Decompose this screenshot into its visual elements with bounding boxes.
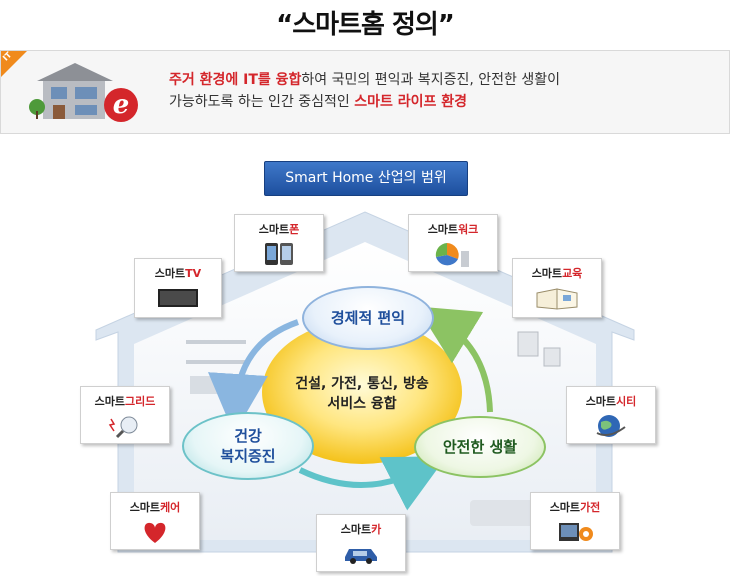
- card-smart-work[interactable]: 스마트워크: [408, 214, 498, 272]
- definition-highlight-2: 스마트 라이프 환경: [354, 94, 468, 110]
- card-tv-prefix: 스마트: [154, 267, 186, 280]
- definition-line1: 하여 국민의 편익과 복지증진, 안전한 생활이: [301, 72, 560, 88]
- definition-text: 주거 환경에 IT를 융합하여 국민의 편익과 복지증진, 안전한 생활이 가능…: [169, 69, 560, 113]
- car-icon: [345, 549, 377, 564]
- card-grid-suffix: 그리드: [125, 395, 156, 408]
- bulb-icon: [108, 416, 138, 439]
- shelf-1: [186, 340, 246, 344]
- appliance-icon: [559, 523, 593, 541]
- card-edu-suffix: 교육: [562, 267, 583, 280]
- center-label: 건설, 가전, 통신, 방송 서비스 융합: [272, 374, 452, 414]
- definition-highlight-1: 주거 환경에 IT를 융합: [169, 72, 302, 88]
- card-city-suffix: 시티: [616, 395, 637, 408]
- page-title: “스마트홈 정의”: [276, 10, 455, 40]
- card-phone-prefix: 스마트: [258, 223, 290, 236]
- card-appliance-prefix: 스마트: [549, 501, 581, 514]
- definition-box: IT e 주거 환경에 IT를 융합하여 국민의 편익과 복지증진, 안전한 생…: [0, 50, 730, 134]
- card-smart-appliance[interactable]: 스마트가전: [530, 492, 620, 550]
- house-illustration-icon: e: [29, 63, 138, 122]
- card-smart-city[interactable]: 스마트시티: [566, 386, 656, 444]
- picture-frame-2: [543, 347, 561, 367]
- bubble-economic-benefit: 경제적 편익: [302, 286, 434, 350]
- card-car-suffix: 카: [371, 523, 382, 536]
- center-circle: [262, 320, 462, 464]
- arrow-left-to-right: [298, 456, 447, 511]
- center-line-2: 서비스 융합: [327, 396, 397, 412]
- scope-button[interactable]: Smart Home 산업의 범위: [264, 161, 468, 196]
- book-icon: [536, 288, 578, 310]
- card-grid-prefix: 스마트: [94, 395, 125, 408]
- card-edu-prefix: 스마트: [531, 267, 563, 280]
- card-car-prefix: 스마트: [340, 523, 372, 536]
- card-smart-tv[interactable]: 스마트TV: [134, 258, 222, 318]
- globe-icon: [596, 415, 626, 437]
- card-care-suffix: 케어: [160, 501, 181, 514]
- card-smart-phone[interactable]: 스마트폰: [234, 214, 324, 272]
- card-smart-car[interactable]: 스마트카: [316, 514, 406, 572]
- card-care-prefix: 스마트: [129, 501, 161, 514]
- center-line-1: 건설, 가전, 통신, 방송: [295, 376, 429, 392]
- it-corner-tag: [1, 51, 27, 77]
- bubble-safe-life: 안전한 생활: [414, 416, 546, 478]
- card-work-suffix: 워크: [458, 223, 479, 236]
- card-smart-care[interactable]: 스마트케어: [110, 492, 200, 550]
- shelf-2: [186, 360, 246, 364]
- svg-text:e: e: [113, 90, 130, 120]
- smartphone-icon: [265, 243, 293, 265]
- arrow-top-to-left: [208, 319, 299, 434]
- definition-line2: 가능하도록 하는 인간 중심적인: [169, 94, 355, 110]
- card-appliance-suffix: 가전: [580, 501, 601, 514]
- bubble-health-welfare: 건강 복지증진: [182, 412, 314, 480]
- shelf-3: [190, 376, 220, 394]
- card-city-prefix: 스마트: [585, 395, 617, 408]
- card-smart-grid[interactable]: 스마트그리드: [80, 386, 170, 444]
- bubble-health-line2: 복지증진: [220, 447, 276, 465]
- tv-icon: [158, 289, 198, 307]
- heart-icon: [144, 522, 166, 543]
- card-phone-suffix: 폰: [289, 223, 300, 236]
- card-smart-education[interactable]: 스마트교육: [512, 258, 602, 318]
- arrow-right-to-top: [416, 306, 493, 413]
- bubble-health-line1: 건강: [234, 427, 262, 445]
- card-work-prefix: 스마트: [427, 223, 459, 236]
- picture-frame-1: [517, 331, 539, 357]
- pie-chart-icon: [435, 243, 469, 267]
- card-tv-suffix: TV: [185, 267, 202, 280]
